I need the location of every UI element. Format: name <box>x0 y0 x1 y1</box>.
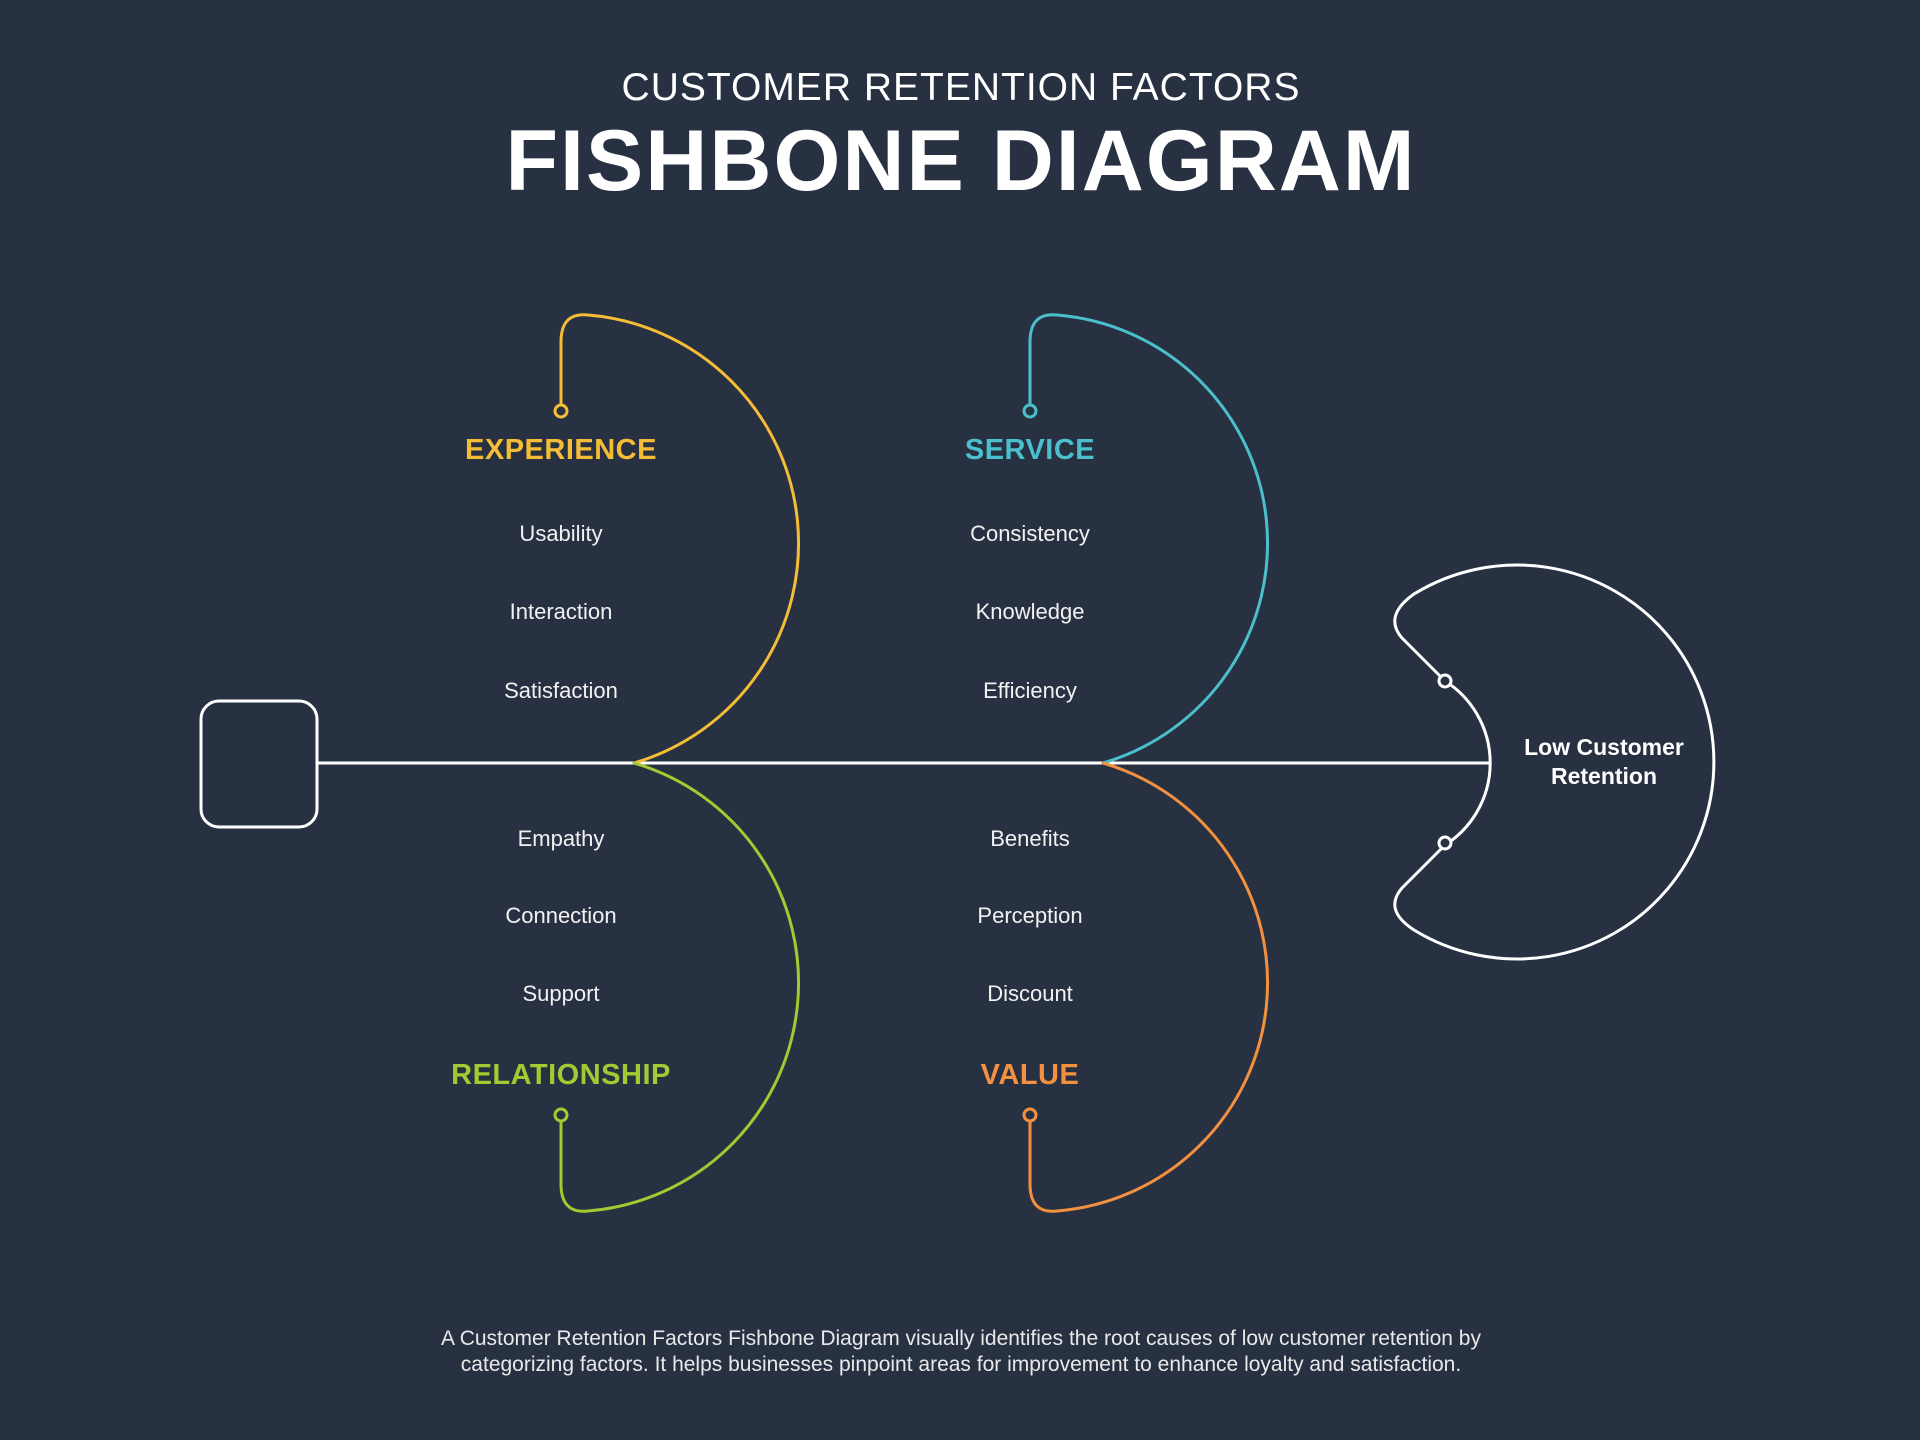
cause-item: Benefits <box>990 826 1070 851</box>
head-node-top-icon <box>1437 673 1453 689</box>
cause-item: Empathy <box>517 826 605 851</box>
diagram-subtitle: CUSTOMER RETENTION FACTORS <box>621 66 1301 109</box>
relationship-bone <box>553 761 801 1213</box>
diagram-title: FISHBONE DIAGRAM <box>505 113 1417 209</box>
category-value: VALUE <box>980 1059 1080 1091</box>
experience-node-icon <box>553 403 569 419</box>
effect-line-2: Retention <box>1550 763 1658 789</box>
value-bone <box>1022 761 1270 1213</box>
cause-item: Usability <box>519 521 603 546</box>
category-experience: EXPERIENCE <box>465 434 657 466</box>
category-service: SERVICE <box>964 434 1096 466</box>
cause-item: Efficiency <box>983 678 1077 703</box>
cause-item: Consistency <box>970 521 1090 546</box>
diagram-description: A Customer Retention Factors Fishbone Di… <box>441 1326 1481 1378</box>
experience-bone <box>553 313 801 765</box>
service-bone <box>1022 313 1270 765</box>
head-node-bottom-icon <box>1437 835 1453 851</box>
cause-item: Interaction <box>509 599 613 624</box>
service-node-icon <box>1022 403 1038 419</box>
description-line-1: A Customer Retention Factors Fishbone Di… <box>441 1327 1481 1350</box>
cause-item: Support <box>522 981 600 1006</box>
value-node-icon <box>1022 1107 1038 1123</box>
fish-head <box>1393 563 1716 961</box>
fish-tail-box <box>199 699 319 829</box>
cause-item: Knowledge <box>975 599 1085 624</box>
description-line-2: categorizing factors. It helps businesse… <box>460 1353 1462 1376</box>
cause-item: Perception <box>977 903 1083 928</box>
category-relationship: RELATIONSHIP <box>451 1059 671 1091</box>
cause-item: Connection <box>505 903 617 928</box>
relationship-node-icon <box>553 1107 569 1123</box>
effect-label: Low Customer Retention <box>1524 733 1684 791</box>
cause-item: Discount <box>987 981 1073 1006</box>
cause-item: Satisfaction <box>504 678 618 703</box>
effect-line-1: Low Customer <box>1524 734 1684 760</box>
